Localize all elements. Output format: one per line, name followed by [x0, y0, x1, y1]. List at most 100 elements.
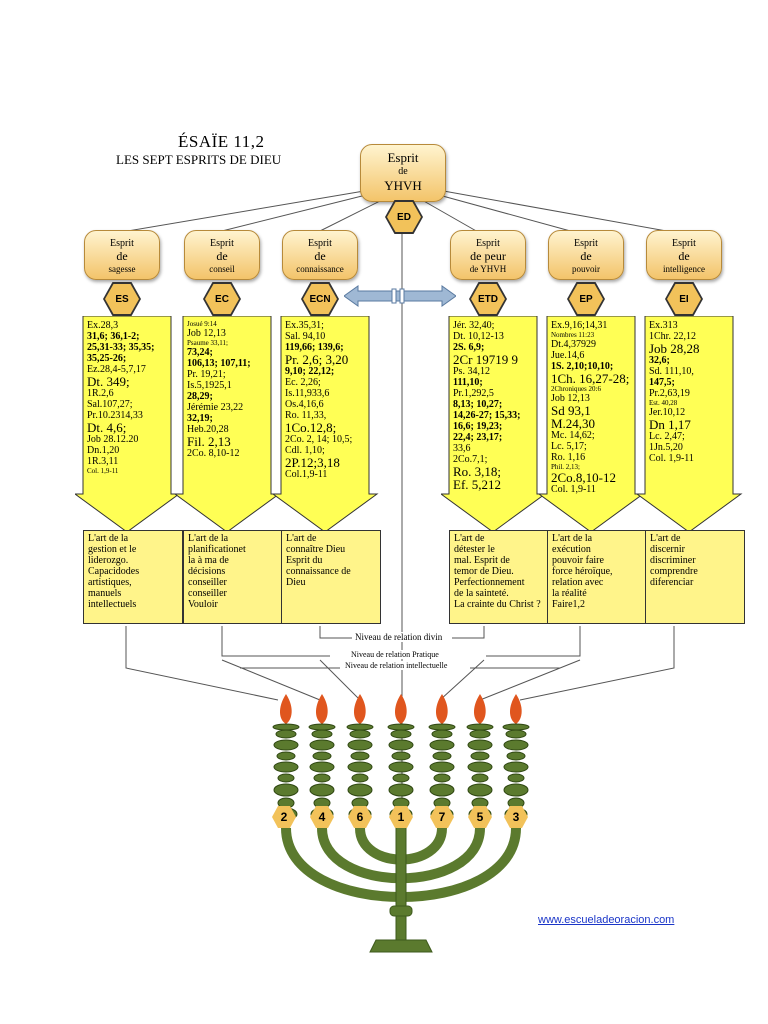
reference-item: 25,31-33; 35,35; — [87, 342, 155, 353]
spirit-line3: conseil — [209, 264, 235, 274]
arrow-polygon — [273, 316, 379, 533]
flame-icon — [509, 694, 522, 724]
reference-item: 2Chroniques 20:6 — [551, 385, 601, 393]
spirit-line3: de YHVH — [469, 264, 507, 274]
spirit-badge-ep: EP — [569, 284, 603, 314]
reference-item: 32,19; — [187, 413, 213, 424]
candle-number-badge: 4 — [310, 806, 334, 828]
description-line: discriminer — [650, 555, 696, 566]
description-line: connaissance de — [286, 566, 351, 577]
cup-segment — [506, 751, 526, 761]
reference-item: Ps. 34,12 — [453, 366, 490, 377]
spirit-line1: Esprit — [210, 238, 234, 249]
description-line: pouvoir faire — [552, 555, 604, 566]
description-line: Capacidodes — [88, 566, 140, 577]
reference-item: 111,10; — [453, 377, 483, 388]
reference-item: Sd. 111,10, — [649, 366, 694, 377]
cup-segment — [503, 739, 529, 751]
reference-item: Phil. 2,13; — [551, 463, 580, 471]
cup-segment — [432, 751, 452, 761]
reference-item: 32,6; — [649, 355, 670, 366]
spirit-line1: Esprit — [672, 238, 696, 249]
cup-segment — [347, 783, 373, 797]
reference-item: Ro. 3,18; — [453, 464, 502, 479]
description-line: diferenciar — [650, 577, 694, 588]
description-line: relation avec — [552, 577, 604, 588]
spirit-line1: Esprit — [476, 238, 500, 249]
candle-4 — [387, 694, 415, 821]
reference-item: 28,29; — [187, 391, 213, 402]
description-line: mal. Esprit de — [454, 555, 510, 566]
description-line: Vouloir — [188, 599, 218, 610]
candle-7 — [502, 694, 530, 821]
description-line: de la sainteté. — [454, 588, 509, 599]
description-line: Perfectionnement — [454, 577, 525, 588]
reference-item: Est. 40,28 — [649, 399, 678, 407]
cup-segment — [351, 773, 369, 783]
reference-item: Pr. 2,6; 3,20 — [285, 352, 349, 367]
reference-item: 1Jn.5,20 — [649, 442, 683, 453]
description-line: Esprit du — [286, 555, 323, 566]
reference-item: Ef. 5,212 — [453, 477, 502, 492]
cup-segment — [503, 783, 529, 797]
reference-item: 16,6; 19,23; — [453, 421, 503, 432]
description-line: gestion et le — [88, 544, 137, 555]
arrow-polygon — [175, 316, 281, 533]
spirit-line1: Esprit — [574, 238, 598, 249]
spirit-badge-ei: EI — [667, 284, 701, 314]
candle-number-badge: 3 — [504, 806, 528, 828]
reference-item: 2S. 6,9; — [453, 342, 485, 353]
description-line: L'art de — [454, 533, 485, 544]
spirit-line2: de peur — [470, 249, 506, 263]
description-line: L'art de — [650, 533, 681, 544]
reference-item: Job 12,13 — [187, 328, 226, 339]
candle-number-badge: 7 — [430, 806, 454, 828]
website-link[interactable]: www.escueladeoracion.com — [538, 914, 675, 926]
reference-item: 1Ch. 16,27-28; — [551, 371, 630, 386]
cup-segment — [391, 751, 411, 761]
spirit-line2: de — [678, 249, 690, 263]
spirit-line1: Esprit — [110, 238, 134, 249]
reference-item: Lc. 5,17; — [551, 441, 587, 452]
cup-segment — [308, 723, 336, 731]
spirit-line3: pouvoir — [572, 264, 600, 274]
description-line: intellectuels — [88, 599, 137, 610]
menorah — [272, 694, 530, 953]
cup-segment — [507, 773, 525, 783]
main-spirit-line2: de — [398, 166, 408, 177]
reference-item: Jue.14,6 — [551, 350, 585, 361]
cup-segment — [311, 729, 333, 739]
reference-item: Ez.28,4-5,7,17 — [87, 364, 146, 375]
reference-item: Dt. 349; — [87, 374, 130, 389]
description-line: L'art de la — [88, 533, 129, 544]
candle-number-badge: 5 — [468, 806, 492, 828]
description-line: discernir — [650, 544, 685, 555]
cup-segment — [273, 761, 299, 773]
cup-segment — [346, 723, 374, 731]
flame-icon — [315, 694, 328, 724]
candle-number-badge: 2 — [272, 806, 296, 828]
reference-item: Ro. 11,33, — [285, 410, 327, 421]
arrow-shape-ecn — [273, 316, 379, 533]
reference-item: 14,26-27; 15,33; — [453, 410, 521, 421]
candle-6 — [466, 694, 494, 821]
reference-item: Jérémie 23,22 — [187, 402, 244, 413]
reference-item: Ex.313 — [649, 320, 678, 331]
reference-item: 2Co.8,10-12 — [551, 470, 616, 485]
cup-segment — [309, 739, 335, 751]
reference-item: Sal. 94,10 — [285, 331, 326, 342]
spirit-line3: connaissance — [296, 264, 344, 274]
reference-item: 2Co.7,1; — [453, 454, 488, 465]
reference-item: 22,4; 23,17; — [453, 432, 503, 443]
reference-item: Os.4,16,6 — [285, 399, 324, 410]
cup-segment — [428, 723, 456, 731]
reference-item: 1Chr. 22,12 — [649, 331, 696, 342]
cup-segment — [349, 729, 371, 739]
